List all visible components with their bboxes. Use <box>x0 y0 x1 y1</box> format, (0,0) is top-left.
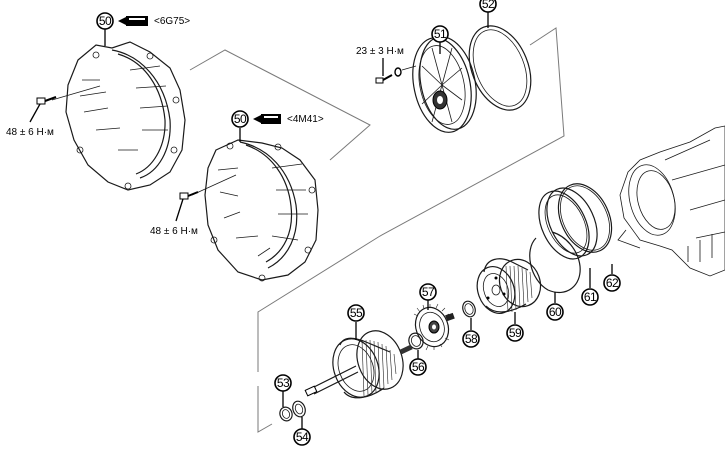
svg-text:62: 62 <box>606 276 619 290</box>
bolt-icon <box>375 58 417 84</box>
sealant-tube-icon <box>118 16 148 26</box>
thrust-washer-53 <box>279 406 293 422</box>
svg-text:52: 52 <box>482 0 495 11</box>
snap-ring-60 <box>529 231 581 294</box>
svg-text:58: 58 <box>465 332 478 346</box>
callout-56: 56 <box>409 350 427 376</box>
svg-text:53: 53 <box>277 376 290 390</box>
thrust-washer-56 <box>408 332 424 350</box>
bolt-icon <box>29 96 57 123</box>
svg-text:50: 50 <box>234 112 247 126</box>
svg-text:54: 54 <box>296 430 309 444</box>
input-shaft-drum-55 <box>304 330 413 399</box>
svg-text:51: 51 <box>434 27 447 41</box>
group-bracket-housings <box>189 49 371 161</box>
svg-text:60: 60 <box>549 305 562 319</box>
thrust-washer-58 <box>462 300 476 318</box>
callout-61: 61 <box>581 268 599 306</box>
oil-pump-cover <box>412 36 477 133</box>
callout-53: 53 <box>274 374 292 407</box>
torque-label-housing-b: 48 ± 6 Н·м <box>150 226 198 237</box>
group-bracket-internals <box>257 27 565 433</box>
svg-text:55: 55 <box>350 306 363 320</box>
svg-text:61: 61 <box>584 290 597 304</box>
callout-55: 55 <box>347 304 365 340</box>
callout-51: 51 <box>431 25 449 54</box>
callout-60: 60 <box>546 292 564 321</box>
svg-text:50: 50 <box>99 14 112 28</box>
gasket <box>468 25 532 111</box>
sealant-label-4m41: <4M41> <box>287 114 324 125</box>
callout-59: 59 <box>506 312 524 342</box>
callout-57: 57 <box>419 283 437 310</box>
thrust-washer-54 <box>292 400 306 418</box>
callout-62: 62 <box>603 264 621 292</box>
clutch-housing-6g75 <box>51 41 186 191</box>
svg-text:56: 56 <box>412 360 425 374</box>
planetary-carrier-57 <box>413 303 455 351</box>
snap-ring-62 <box>557 183 613 253</box>
transmission-case <box>617 125 725 277</box>
callout-58: 58 <box>462 318 480 348</box>
bolt-icon <box>175 191 199 222</box>
callout-52: 52 <box>479 0 497 28</box>
svg-text:57: 57 <box>422 285 435 299</box>
callout-50-middle: 50 <box>231 110 249 142</box>
sealant-tube-icon <box>253 114 281 124</box>
svg-text:59: 59 <box>509 326 522 340</box>
callout-50-top: 50 <box>96 12 114 46</box>
callout-54: 54 <box>293 417 311 446</box>
clutch-housing-4m41 <box>191 139 319 282</box>
torque-label-housing-a: 48 ± 6 Н·м <box>6 127 54 138</box>
torque-label-cover: 23 ± 3 Н·м <box>356 46 404 57</box>
sealant-label-6g75: <6G75> <box>154 16 190 27</box>
clutch-drum-ring-61 <box>538 187 598 260</box>
clutch-drum-59 <box>476 258 542 314</box>
